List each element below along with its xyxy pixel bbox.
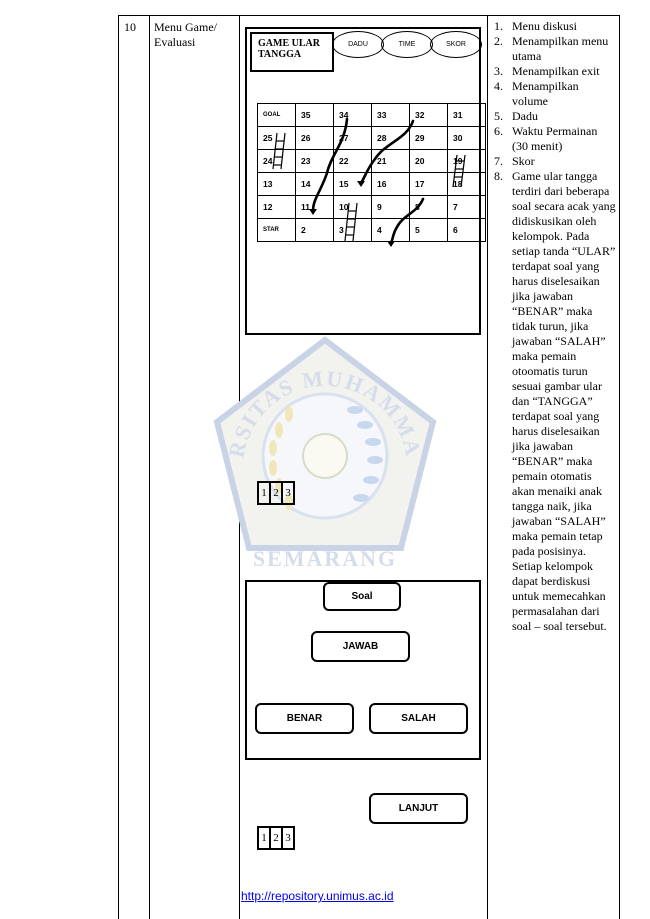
skor-button[interactable]: SKOR — [430, 31, 482, 58]
board-cell: 3 — [333, 218, 372, 242]
board-cell: 10 — [333, 195, 372, 219]
board-cell: 28 — [371, 126, 410, 150]
board-cell: 34 — [333, 103, 372, 127]
board-cell: 18 — [447, 172, 486, 196]
description-item: 3. Menampilkan exit — [490, 64, 616, 79]
board-cell: 4 — [371, 218, 410, 242]
benar-button[interactable]: BENAR — [255, 703, 354, 734]
board-cell: 11 — [295, 195, 334, 219]
board-cell: 29 — [409, 126, 448, 150]
description-item: 5. Dadu — [490, 109, 616, 124]
table-border-left — [118, 15, 119, 919]
salah-button[interactable]: SALAH — [369, 703, 468, 734]
description-number: 6. — [494, 124, 503, 138]
board-cell: 32 — [409, 103, 448, 127]
board-cell: 19 — [447, 149, 486, 173]
jawab-button[interactable]: JAWAB — [311, 631, 410, 662]
board-cell: 21 — [371, 149, 410, 173]
table-border-right — [619, 15, 620, 919]
description-text: Menampilkan volume — [512, 79, 579, 108]
description-text: Menampilkan exit — [512, 64, 600, 78]
board-cell: 9 — [371, 195, 410, 219]
description-text: Waktu Permainan (30 menit) — [512, 124, 598, 153]
description-number: 2. — [494, 34, 503, 48]
board-cell: 15 — [333, 172, 372, 196]
description-item: 4. Menampilkan volume — [490, 79, 616, 109]
board-cell: 13 — [257, 172, 296, 196]
board-cell: 12 — [257, 195, 296, 219]
board-cell: 25 — [257, 126, 296, 150]
board-cell: 16 — [371, 172, 410, 196]
description-text: Skor — [512, 154, 535, 168]
dice-indicator: 1 2 3 — [257, 481, 295, 505]
board-cell: 30 — [447, 126, 486, 150]
description-number: 5. — [494, 109, 503, 123]
question-panel-frame — [245, 580, 481, 760]
table-divider-1 — [149, 15, 150, 919]
description-item: 6. Waktu Permainan (30 menit) — [490, 124, 616, 154]
dice-indicator: 1 2 3 — [257, 826, 295, 850]
time-button[interactable]: TIME — [381, 31, 433, 58]
description-number: 7. — [494, 154, 503, 168]
board-cell: 2 — [295, 218, 334, 242]
board-cell: 5 — [409, 218, 448, 242]
description-number: 3. — [494, 64, 503, 78]
repository-link[interactable]: http://repository.unimus.ac.id — [241, 889, 394, 903]
board-cell: GOAL — [257, 103, 296, 127]
description-text: Menu diskusi — [512, 19, 578, 33]
board-cell: 22 — [333, 149, 372, 173]
board-cell: 24 — [257, 149, 296, 173]
board-cell: 35 — [295, 103, 334, 127]
watermark-bottom-text: SEMARANG — [253, 546, 397, 571]
description-number: 1. — [494, 19, 503, 33]
dadu-button[interactable]: DADU — [332, 31, 384, 58]
description-item: 7. Skor — [490, 154, 616, 169]
dice-face-3: 3 — [281, 481, 295, 505]
board-cell: 8 — [409, 195, 448, 219]
description-text: Menampilkan menu utama — [512, 34, 609, 63]
description-number: 4. — [494, 79, 503, 93]
lanjut-button[interactable]: LANJUT — [369, 793, 468, 824]
board-cell: 6 — [447, 218, 486, 242]
board-cell: STAR — [257, 218, 296, 242]
table-border-top — [118, 15, 620, 16]
description-number: 8. — [494, 169, 503, 183]
university-logo-watermark: UNIVERSITAS MUHAMMADIYAH SEMARANG — [205, 330, 437, 571]
description-item: 8. Game ular tangga terdiri dari beberapa… — [490, 169, 616, 634]
table-divider-3 — [487, 15, 488, 919]
description-item: 1. Menu diskusi — [490, 19, 616, 34]
board-cell: 17 — [409, 172, 448, 196]
board-cell: 7 — [447, 195, 486, 219]
dice-face-3: 3 — [281, 826, 295, 850]
board-cell: 23 — [295, 149, 334, 173]
board-cell: 20 — [409, 149, 448, 173]
board-cell: 27 — [333, 126, 372, 150]
description-text: Game ular tangga terdiri dari beberapa s… — [512, 169, 616, 633]
board-cell: 26 — [295, 126, 334, 150]
board-cell: 14 — [295, 172, 334, 196]
row-name: Menu Game/ Evaluasi — [154, 20, 217, 49]
game-title: GAME ULAR TANGGA — [250, 32, 334, 72]
board-cell: 31 — [447, 103, 486, 127]
description-item: 2. Menampilkan menu utama — [490, 34, 616, 64]
soal-button[interactable]: Soal — [323, 582, 401, 611]
description-text: Dadu — [512, 109, 538, 123]
row-number: 10 — [124, 20, 136, 34]
board-cell: 33 — [371, 103, 410, 127]
